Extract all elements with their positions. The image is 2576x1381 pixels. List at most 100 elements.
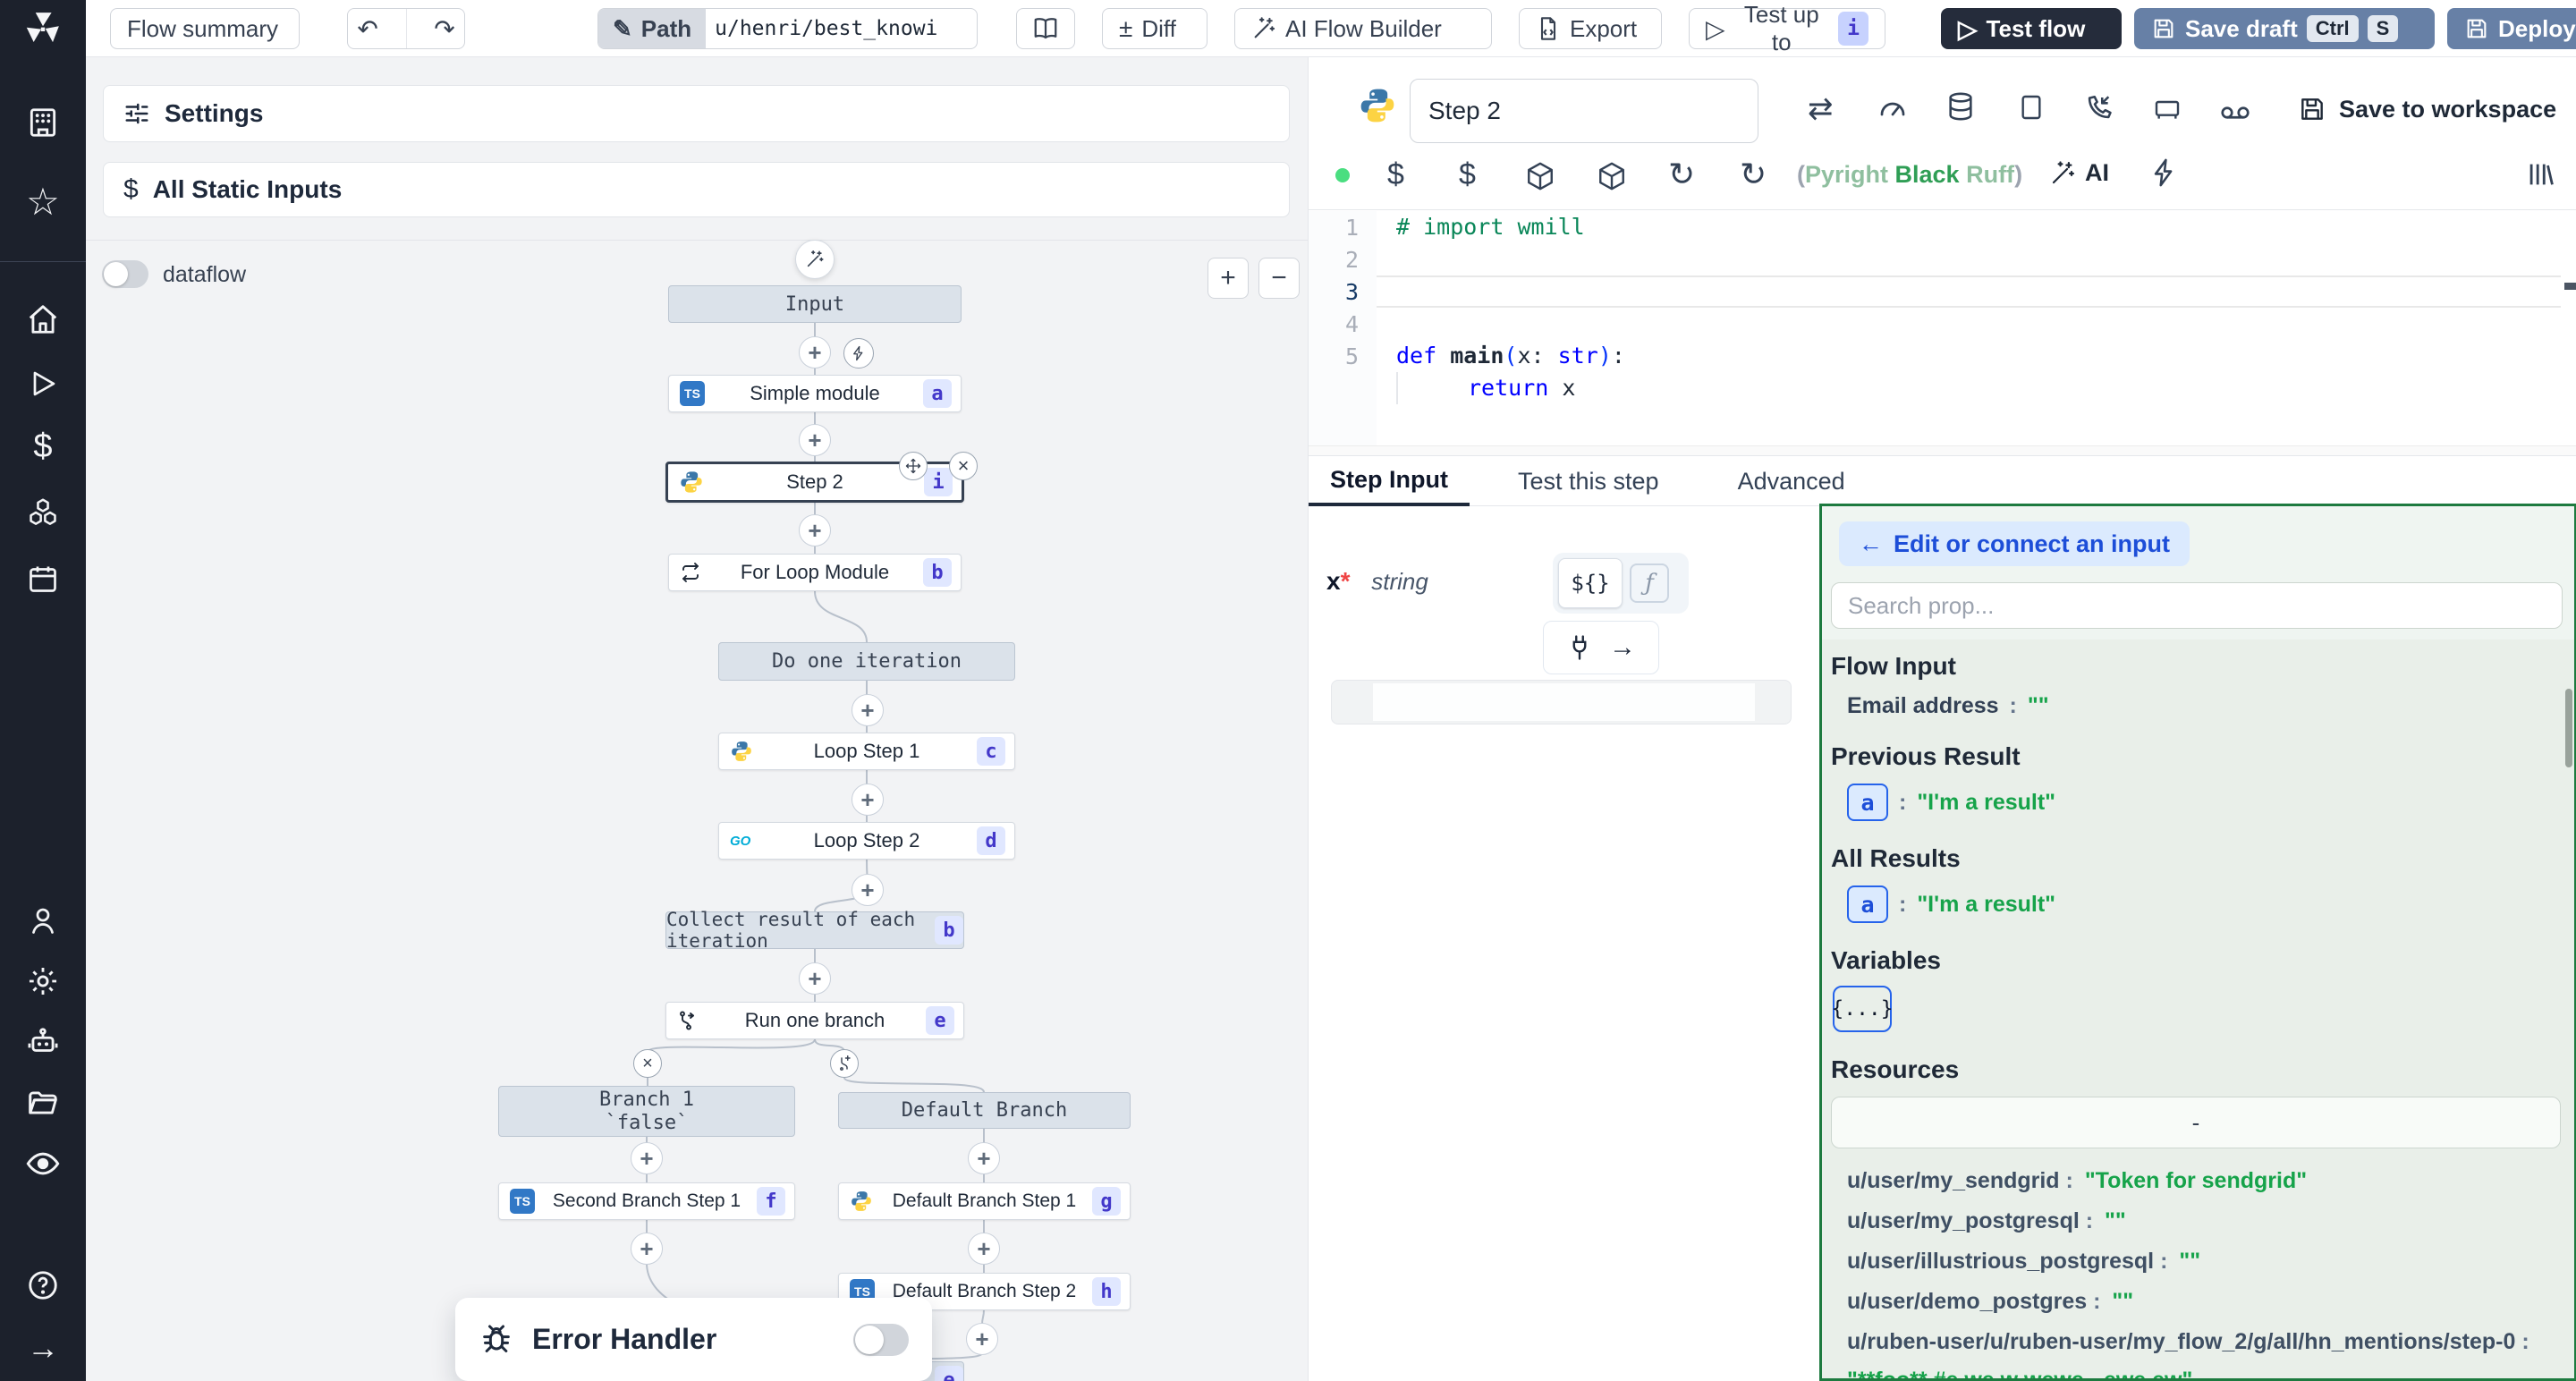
flow-node-simple-module[interactable]: TS Simple module a — [668, 375, 962, 412]
remove-branch-button[interactable]: × — [633, 1049, 662, 1078]
zoom-out-button[interactable]: − — [1258, 258, 1300, 299]
add-step-button[interactable]: + — [968, 1142, 1000, 1174]
edit-or-connect-back-button[interactable]: ← Edit or connect an input — [1839, 521, 2190, 566]
template-string-mode-button[interactable]: ${} — [1558, 558, 1623, 608]
trigger-lightning-button[interactable] — [843, 338, 874, 369]
lightning-icon[interactable] — [2149, 157, 2180, 188]
flow-node-default-branch-step1[interactable]: Default Branch Step 1 g — [838, 1182, 1131, 1220]
flow-summary-button[interactable]: Flow summary — [110, 8, 300, 49]
javascript-expr-mode-button[interactable]: ƒ — [1630, 563, 1669, 603]
step-badge-button[interactable]: a — [1847, 885, 1888, 923]
gauge-icon[interactable] — [1877, 93, 1909, 125]
settings-gear-icon[interactable] — [0, 959, 86, 1004]
step-badge-button[interactable]: a — [1847, 784, 1888, 821]
undo-icon[interactable]: ↶ — [357, 14, 378, 43]
schedules-calendar-icon[interactable] — [0, 556, 86, 601]
voicemail-icon[interactable] — [2219, 97, 2251, 129]
zoom-in-button[interactable]: + — [1208, 258, 1249, 299]
add-step-button[interactable]: + — [631, 1142, 663, 1174]
flow-settings-row[interactable]: Settings — [103, 85, 1290, 142]
flow-input-row[interactable]: Email address : "" — [1847, 693, 2049, 718]
flow-node-input[interactable]: Input — [668, 285, 962, 323]
folders-icon[interactable] — [0, 1080, 86, 1125]
error-handler-toggle[interactable] — [853, 1323, 909, 1356]
add-step-button[interactable]: + — [968, 1233, 1000, 1265]
resources-filter-input[interactable] — [1831, 1097, 2561, 1148]
step-name-input[interactable] — [1410, 79, 1758, 143]
variables-object-button[interactable]: {...} — [1831, 986, 1894, 1032]
home-icon[interactable] — [0, 297, 86, 342]
test-up-to-button[interactable]: ▷ Test up to i — [1689, 1, 1885, 55]
resource-row[interactable]: u/user/my_sendgrid : "Token for sendgrid… — [1847, 1168, 2308, 1193]
add-step-button[interactable]: + — [852, 784, 884, 816]
tab-test-this-step[interactable]: Test this step — [1517, 467, 1659, 495]
value-expression-input[interactable] — [1331, 680, 1792, 724]
add-step-button[interactable]: + — [852, 874, 884, 906]
docs-book-icon[interactable] — [1016, 8, 1075, 49]
test-flow-button[interactable]: ▷ Test flow — [1941, 8, 2122, 49]
lint-assistants-label[interactable]: (Pyright Black Ruff) — [1797, 161, 2023, 188]
add-step-button[interactable]: + — [799, 962, 831, 995]
flow-node-loop-step2[interactable]: GO Loop Step 2 d — [718, 822, 1015, 860]
help-icon[interactable] — [0, 1263, 86, 1308]
collapse-arrow-icon[interactable]: → — [27, 1329, 59, 1366]
save-draft-button[interactable]: Save draft Ctrl S — [2134, 8, 2435, 49]
eye-icon[interactable] — [0, 1141, 86, 1186]
flow-node-run-one-branch[interactable]: Run one branch e — [665, 1002, 964, 1039]
flow-node-collect-result[interactable]: Collect result of each iteration b — [665, 909, 964, 952]
static-dollar-icon[interactable]: $ — [1387, 157, 1404, 191]
resource-row[interactable]: u/user/illustrious_postgresql : "" — [1847, 1249, 2201, 1274]
flow-node-branch1[interactable]: Branch 1 `false` — [498, 1086, 795, 1137]
editor-resize-handle[interactable] — [1309, 445, 2576, 456]
flow-node-default-branch[interactable]: Default Branch — [838, 1092, 1131, 1129]
swap-refresh-icon[interactable]: ⇄ — [1808, 92, 1834, 126]
flow-node-step2-selected[interactable]: Step 2 i — [665, 462, 964, 503]
dataflow-toggle[interactable] — [102, 260, 148, 288]
code-editor[interactable]: 1 2 3 4 5 # import wmill def main(x: str… — [1309, 211, 2576, 445]
favorites-star-icon[interactable]: ☆ — [26, 180, 60, 223]
tab-step-input[interactable]: Step Input — [1309, 456, 1470, 506]
user-icon[interactable] — [0, 898, 86, 943]
variables-dollar-icon[interactable]: $ — [33, 427, 53, 465]
tab-advanced[interactable]: Advanced — [1737, 467, 1845, 495]
flow-node-default-branch-step2[interactable]: TS Default Branch Step 2 h — [838, 1273, 1131, 1310]
redo-icon[interactable]: ↷ — [434, 14, 455, 43]
flow-node-second-branch-step1[interactable]: TS Second Branch Step 1 f — [498, 1182, 795, 1220]
connect-input-button[interactable]: → — [1543, 621, 1659, 674]
static-dollar-icon[interactable]: $ — [1459, 157, 1476, 191]
add-step-button[interactable]: + — [799, 514, 831, 546]
path-input[interactable] — [715, 17, 953, 40]
phone-call-icon[interactable] — [2083, 93, 2114, 123]
reload-icon[interactable]: ↻ — [1668, 156, 1696, 192]
deploy-button[interactable]: Deploy — [2447, 8, 2576, 49]
package-icon[interactable] — [1597, 161, 1627, 191]
delete-step-button[interactable]: × — [949, 452, 978, 480]
flow-node-loop-step1[interactable]: Loop Step 1 c — [718, 733, 1015, 770]
resource-row[interactable]: u/user/my_postgresql : "" — [1847, 1208, 2126, 1233]
all-static-inputs-row[interactable]: $ All Static Inputs — [103, 162, 1290, 217]
resource-row[interactable]: u/ruben-user/u/ruben-user/my_flow_2/g/al… — [1847, 1329, 2565, 1378]
robot-icon[interactable] — [0, 1020, 86, 1064]
add-step-button[interactable]: + — [799, 424, 831, 456]
reload-icon[interactable]: ↻ — [1740, 156, 1767, 192]
runs-play-icon[interactable] — [0, 361, 86, 406]
add-step-button[interactable]: + — [631, 1233, 663, 1265]
resource-row[interactable]: u/user/demo_postgres : "" — [1847, 1289, 2134, 1314]
database-icon[interactable] — [1945, 91, 1976, 122]
search-prop-input[interactable] — [1831, 582, 2563, 629]
connect-scrollbar[interactable] — [2565, 689, 2572, 767]
windmill-logo[interactable] — [0, 7, 86, 50]
move-step-handle[interactable] — [899, 452, 928, 480]
ai-flow-builder-button[interactable]: AI Flow Builder — [1234, 8, 1492, 49]
flow-node-do-one-iteration[interactable]: Do one iteration — [718, 642, 1015, 681]
resources-cubes-icon[interactable] — [0, 490, 86, 535]
ai-assistant-button[interactable]: AI — [2049, 159, 2109, 187]
export-button[interactable]: Export — [1519, 8, 1662, 49]
flow-node-for-loop[interactable]: For Loop Module b — [668, 554, 962, 591]
mobile-square-icon[interactable] — [2017, 93, 2046, 122]
save-to-workspace-button[interactable]: Save to workspace — [2298, 84, 2556, 134]
frame-icon[interactable] — [2153, 95, 2182, 123]
workspace-building-icon[interactable] — [0, 100, 86, 145]
add-step-button[interactable]: + — [966, 1323, 998, 1355]
diff-button[interactable]: ± Diff — [1102, 8, 1208, 49]
